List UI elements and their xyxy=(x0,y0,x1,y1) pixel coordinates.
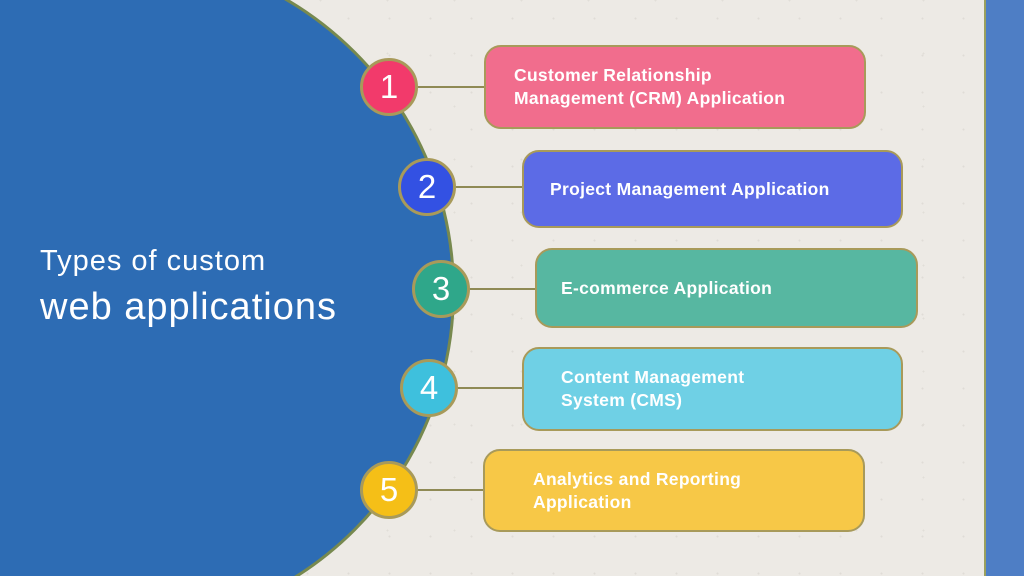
step-4-number: 4 xyxy=(419,369,439,406)
step-1-label: Customer Relationship Management (CRM) A… xyxy=(514,64,785,110)
step-2-number: 2 xyxy=(417,168,437,205)
step-5-connector-line xyxy=(413,489,485,491)
step-5-label-line-1: Analytics and Reporting xyxy=(533,468,742,489)
step-1-label-line-1: Customer Relationship xyxy=(514,65,712,85)
step-3-label-line-1: E-commerce Application xyxy=(561,277,773,298)
title-line-2: web applications xyxy=(40,285,337,328)
step-5-label-box: Analytics and Reporting Application xyxy=(483,449,865,532)
step-4-label-line-1: Content Management xyxy=(561,367,745,387)
step-2-label: Project Management Application xyxy=(550,178,830,201)
step-3-connector-line xyxy=(465,288,537,290)
step-1-connector-line xyxy=(413,86,486,88)
step-3-label-box: E-commerce Application xyxy=(535,248,918,328)
step-5-label-line-2: Application xyxy=(533,491,632,512)
step-4-label: Content Management System (CMS) xyxy=(561,366,744,412)
step-3-number: 3 xyxy=(431,270,451,307)
step-4-label-line-2: System (CMS) xyxy=(561,390,683,410)
right-accent-band xyxy=(984,0,1024,576)
page-title: Types of custom web applications xyxy=(40,245,337,329)
step-1-number: 1 xyxy=(379,68,399,105)
step-2-label-box: Project Management Application xyxy=(522,150,903,228)
title-line-1: Types of custom xyxy=(40,245,267,277)
step-4-label-box: Content Management System (CMS) xyxy=(522,347,903,431)
step-3-number-circle: 3 xyxy=(412,260,470,318)
step-1-number-circle: 1 xyxy=(360,58,418,116)
step-5-number: 5 xyxy=(379,471,399,508)
step-1-label-line-2: Management (CRM) Application xyxy=(514,88,786,108)
step-4-number-circle: 4 xyxy=(400,359,458,417)
step-2-label-line-1: Project Management Application xyxy=(550,178,830,199)
step-2-connector-line xyxy=(451,186,524,188)
step-5-label: Analytics and Reporting Application xyxy=(533,468,741,514)
step-2-number-circle: 2 xyxy=(398,158,456,216)
step-4-connector-line xyxy=(453,387,524,389)
step-3-label: E-commerce Application xyxy=(561,277,772,300)
step-5-number-circle: 5 xyxy=(360,461,418,519)
step-1-label-box: Customer Relationship Management (CRM) A… xyxy=(484,45,866,129)
